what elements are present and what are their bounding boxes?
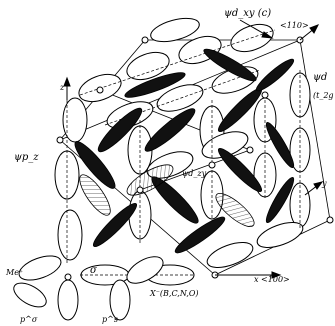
label-z-axis: z [59, 83, 65, 92]
label-ps: p^s [102, 315, 118, 324]
dark-lobes [74, 48, 295, 254]
label-me: Me⁺ [5, 268, 23, 277]
label-psi-pz: ψp_z [14, 152, 39, 163]
label-psi-right: ψd [313, 72, 327, 83]
label-x-atom: X⁻(B,C,N,O) [149, 289, 199, 298]
white-lobes [54, 17, 311, 286]
axes [63, 19, 324, 279]
label-x-axis: x <100> [254, 275, 290, 284]
label-dir-110: <110> [280, 21, 309, 30]
label-psi-dzy: ψd_zy [182, 169, 207, 178]
label-t2g: (t_2g [313, 91, 334, 100]
label-psi-dxy-c: ψd_xy (c) [224, 8, 271, 19]
label-p-sigma: p^σ [20, 315, 38, 324]
label-y-axis: y [321, 179, 327, 188]
metal-p-orbitals [13, 255, 164, 321]
hatched-lobes [79, 164, 255, 227]
label-sigma: σ [90, 265, 98, 276]
